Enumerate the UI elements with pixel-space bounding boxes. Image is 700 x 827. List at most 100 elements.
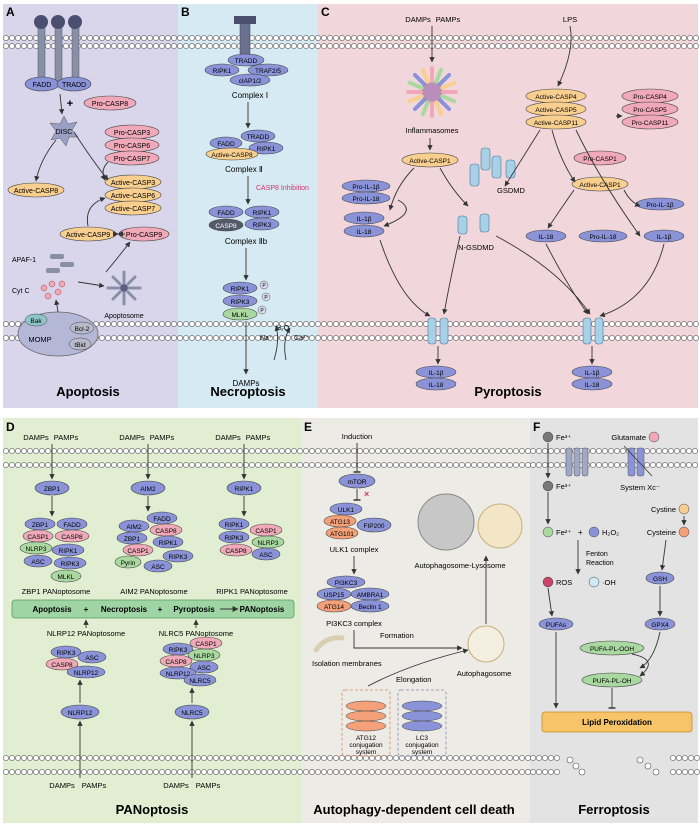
apaf1-shape <box>50 254 64 259</box>
ripk1-b2-label: RIPK1 <box>257 146 276 153</box>
membrane-lipid <box>309 448 315 454</box>
membrane-lipid <box>633 43 639 49</box>
membrane-lipid <box>603 43 609 49</box>
membrane-lipid <box>369 448 375 454</box>
membrane-lipid <box>189 321 195 327</box>
membrane-lipid <box>309 335 315 341</box>
membrane-lipid <box>596 462 602 468</box>
membrane-lipid <box>609 43 615 49</box>
gpx4 <box>644 617 676 631</box>
membrane-lipid <box>369 321 375 327</box>
ripk1-b1-label: RIPK1 <box>213 68 232 75</box>
ripk1-b3-label: RIPK1 <box>253 210 272 217</box>
membrane-lipid <box>645 321 651 327</box>
membrane-lipid <box>309 43 315 49</box>
fe-plus: + <box>578 528 583 537</box>
mtor <box>338 473 376 489</box>
bcl2-label: Bcl-2 <box>75 326 90 333</box>
il18-c2 <box>525 229 567 243</box>
membrane-lipid <box>560 462 566 468</box>
membrane-lipid <box>694 755 700 761</box>
membrane-lipid <box>303 321 309 327</box>
membrane-lipid <box>507 35 513 41</box>
membrane-lipid <box>537 35 543 41</box>
bar-plus-2: + <box>158 605 163 614</box>
membrane-lipid <box>393 43 399 49</box>
membrane-lipid <box>519 755 525 761</box>
membrane-lipid <box>249 755 255 761</box>
il1b-out2-label: IL-1β <box>585 370 600 377</box>
membrane-lipid <box>81 43 87 49</box>
membrane-lipid <box>9 448 15 454</box>
membrane-lipid <box>680 448 686 454</box>
asc-nc5-label: ASC <box>197 665 211 672</box>
membrane-lipid <box>411 335 417 341</box>
membrane-lipid <box>123 448 129 454</box>
membrane-lipid <box>465 35 471 41</box>
membrane-lipid <box>513 35 519 41</box>
membrane-lipid <box>471 321 477 327</box>
membrane-lipid <box>417 335 423 341</box>
membrane-lipid <box>423 43 429 49</box>
membrane-lipid <box>339 769 345 775</box>
membrane-lipid <box>441 755 447 761</box>
membrane-lipid <box>447 755 453 761</box>
membrane-lipid <box>255 755 261 761</box>
membrane-lipid <box>291 43 297 49</box>
membrane-lipid <box>183 43 189 49</box>
membrane-lipid <box>303 43 309 49</box>
membrane-lipid <box>668 448 674 454</box>
membrane-lipid <box>459 321 465 327</box>
membrane-lipid <box>291 335 297 341</box>
membrane-lipid <box>75 462 81 468</box>
membrane-lipid <box>207 769 213 775</box>
membrane-lipid <box>255 43 261 49</box>
membrane-lipid <box>561 43 567 49</box>
tradd-b2-label: TRADD <box>247 134 270 141</box>
membrane-lipid <box>171 462 177 468</box>
casp8-b3-label: CASP8 <box>215 223 237 230</box>
membrane-lipid <box>375 448 381 454</box>
membrane-lipid <box>393 755 399 761</box>
pro-casp7-label: Pro-CASP7 <box>114 156 150 163</box>
membrane-lipid <box>693 321 699 327</box>
membrane-lipid <box>513 755 519 761</box>
membrane-lipid <box>585 35 591 41</box>
membrane-lipid <box>620 448 626 454</box>
membrane-lipid <box>171 35 177 41</box>
membrane-lipid <box>273 769 279 775</box>
membrane-lipid <box>339 35 345 41</box>
membrane-lipid <box>393 769 399 775</box>
membrane-lipid <box>639 43 645 49</box>
membrane-lipid <box>411 321 417 327</box>
membrane-lipid <box>93 448 99 454</box>
membrane-lipid <box>213 769 219 775</box>
membrane-lipid <box>171 769 177 775</box>
membrane-lipid <box>375 335 381 341</box>
membrane-lipid <box>117 321 123 327</box>
membrane-lipid <box>542 462 548 468</box>
membrane-lipid <box>273 448 279 454</box>
membrane-lipid <box>542 755 548 761</box>
fip200-label: FIP200 <box>364 523 385 530</box>
membrane-lipid <box>680 462 686 468</box>
membrane-lipid <box>651 43 657 49</box>
pro-casp7-a <box>104 150 160 166</box>
membrane-lipid <box>387 769 393 775</box>
membrane-lipid <box>249 335 255 341</box>
membrane-lipid <box>417 462 423 468</box>
il18-out1-label: IL-18 <box>429 382 444 389</box>
membrane-lipid <box>111 755 117 761</box>
membrane-lipid <box>309 769 315 775</box>
membrane-lipid <box>357 462 363 468</box>
membrane-lipid <box>45 448 51 454</box>
membrane-lipid <box>357 755 363 761</box>
membrane-lipid <box>183 769 189 775</box>
membrane-lipid <box>471 43 477 49</box>
membrane-lipid <box>471 35 477 41</box>
membrane-lipid <box>381 43 387 49</box>
membrane-lipid <box>465 43 471 49</box>
il1b-out1-label: IL-1β <box>429 370 444 377</box>
membrane-lipid <box>501 755 507 761</box>
membrane-lipid <box>459 755 465 761</box>
